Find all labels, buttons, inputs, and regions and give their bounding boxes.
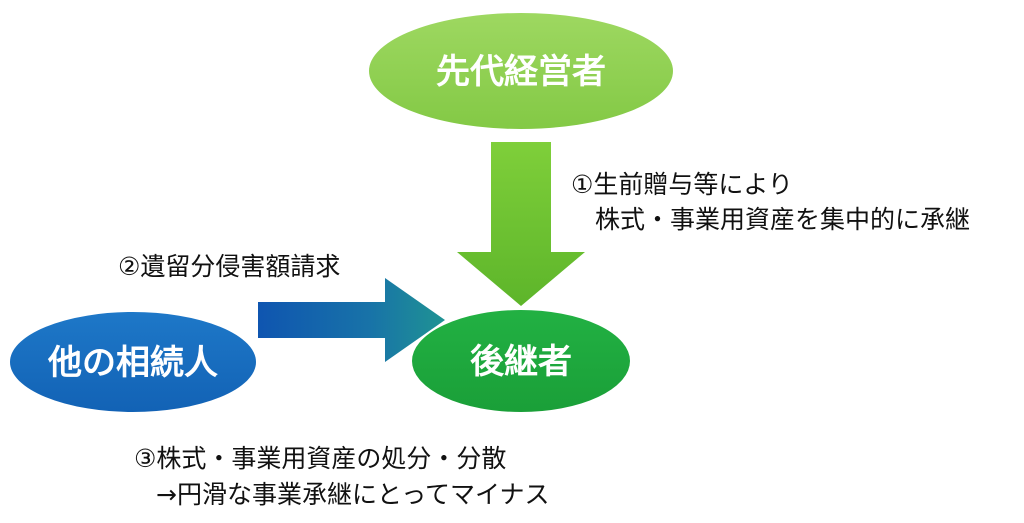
node-predecessor-label: 先代経営者 xyxy=(436,52,606,92)
note-step1: ①生前贈与等により 株式・事業用資産を集中的に承継 xyxy=(571,170,970,234)
note-step1-line2: 株式・事業用資産を集中的に承継 xyxy=(595,205,970,234)
node-successor-shape xyxy=(410,308,632,414)
node-other-heirs-label: 他の相続人 xyxy=(47,343,218,383)
note-step3-line2: →円滑な事業承継にとってマイナス xyxy=(156,480,549,509)
node-other-heirs: 他の相続人 xyxy=(8,310,258,414)
down-arrow-icon xyxy=(457,142,585,306)
note-step3-line1: ③株式・事業用資産の処分・分散 xyxy=(134,444,506,473)
note-step3: ③株式・事業用資産の処分・分散 →円滑な事業承継にとってマイナス xyxy=(134,444,549,509)
node-predecessor-shape xyxy=(367,11,675,131)
node-successor-label: 後継者 xyxy=(470,342,572,382)
right-arrow-icon xyxy=(258,278,445,362)
node-other-heirs-shape xyxy=(8,310,258,414)
node-predecessor: 先代経営者 xyxy=(367,11,675,131)
note-step2: ②遺留分侵害額請求 xyxy=(118,252,340,281)
node-successor: 後継者 xyxy=(410,308,632,414)
note-step2-line1: ②遺留分侵害額請求 xyxy=(118,252,340,281)
note-step1-line1: ①生前贈与等により xyxy=(571,170,793,199)
